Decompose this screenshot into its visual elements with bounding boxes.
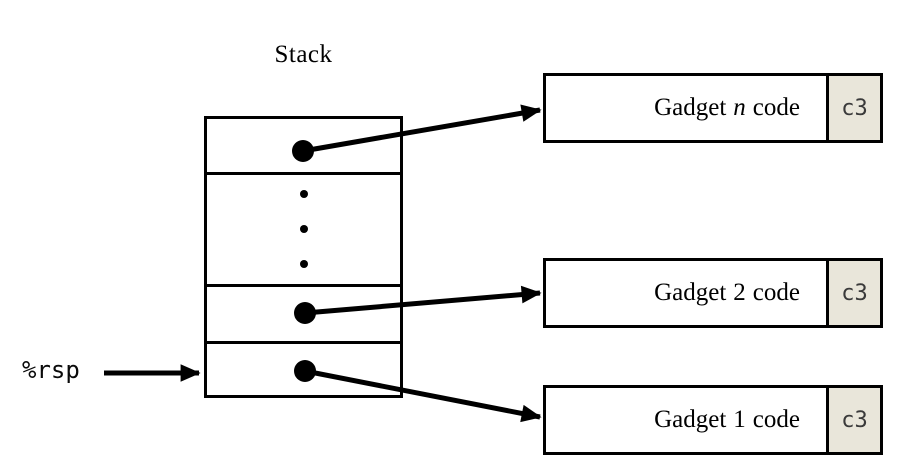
gadget-n-ret-byte: c3: [826, 76, 880, 140]
stack-cell-return-address-n: [207, 119, 400, 175]
rsp-register-label: %rsp: [22, 356, 80, 384]
stack-cell-ellipsis: [207, 175, 400, 287]
stack-cell-return-address-2: [207, 287, 400, 344]
gadget-1-ret-byte: c3: [826, 388, 880, 452]
stack-title: Stack: [274, 41, 333, 68]
gadget-n-variable: n: [733, 94, 746, 121]
stack-box: [204, 116, 403, 398]
gadget-1-number: 1: [733, 406, 746, 433]
stack-cell-return-address-1: [207, 344, 400, 395]
gadget-2-number: 2: [733, 279, 746, 306]
gadget-2-ret-byte: c3: [826, 261, 880, 325]
